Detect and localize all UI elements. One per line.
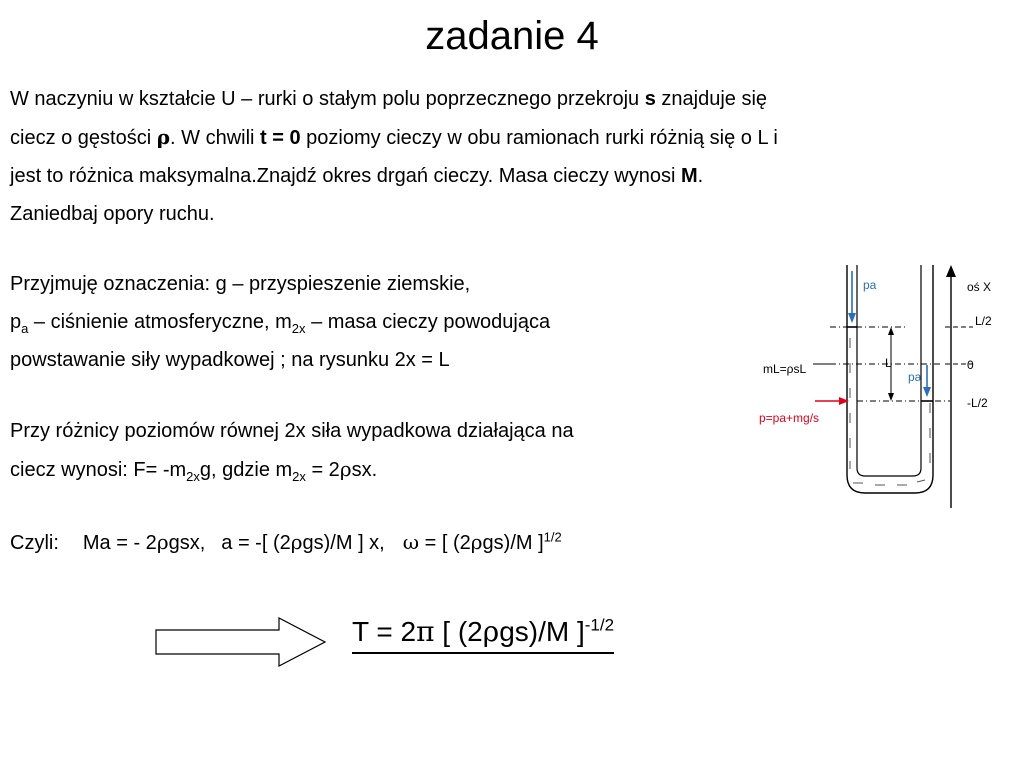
omega-symbol: ω <box>402 530 420 554</box>
statement-line-3: jest to różnica maksymalna.Znajdź okres … <box>10 157 778 195</box>
notation-paragraph: Przyjmuję oznaczenia: g – przyspieszenie… <box>10 265 550 379</box>
arrowhead-blue-icon <box>848 313 856 323</box>
text: – ciśnienie atmosferyczne, m <box>28 311 292 333</box>
subscript: 2x <box>292 469 306 484</box>
bold-t0: t = 0 <box>260 127 301 149</box>
rho-symbol: ρ <box>156 125 171 149</box>
period-formula: T = 2π [ (2ρgs)/M ]-1/2 <box>352 612 615 654</box>
pa-mid-label: pa <box>908 370 922 384</box>
subscript: 2x <box>186 469 200 484</box>
text: = [ (2 <box>419 532 471 554</box>
arrowhead-up-icon <box>888 327 894 335</box>
text: Czyli: <box>10 532 59 554</box>
text: Ma = - 2 <box>82 532 157 554</box>
text: gs)/M ] x, <box>302 532 385 554</box>
problem-statement: W naczyniu w kształcie U – rurki o stały… <box>10 80 778 233</box>
text: ciecz wynosi: F= -m <box>10 459 187 481</box>
l2-neg-label: -L/2 <box>967 396 988 410</box>
rho-symbol: ρ <box>290 530 303 554</box>
text: sx. <box>351 459 378 481</box>
axis-arrowhead-icon <box>946 265 956 277</box>
notation-line-3: powstawanie siły wypadkowej ; na rysunku… <box>10 349 450 371</box>
notation-line-2: pa – ciśnienie atmosferyczne, m2x – masa… <box>10 303 550 341</box>
p-formula-label: p=pa+mg/s <box>759 411 819 425</box>
zero-label: 0 <box>967 358 974 372</box>
superscript: 1/2 <box>543 529 562 545</box>
notation-line-1: Przyjmuję oznaczenia: g – przyspieszenie… <box>10 273 471 295</box>
right-arrow-icon <box>155 617 327 672</box>
text: gs)/M ] <box>482 532 544 554</box>
equations-line: Czyli:Ma = - 2ρgsx,a = -[ (2ρgs)/M ] x,ω… <box>10 523 562 562</box>
dimension-L-label: L <box>885 356 892 370</box>
force-paragraph: Przy różnicy poziomów równej 2x siła wyp… <box>10 412 574 489</box>
rho-symbol: ρ <box>339 457 352 481</box>
text: – masa cieczy powodująca <box>305 311 551 333</box>
rho-symbol: ρ <box>470 530 483 554</box>
statement-line-1: W naczyniu w kształcie U – rurki o stały… <box>10 80 778 118</box>
text: p <box>10 311 22 333</box>
pa-top-label: pa <box>863 278 877 292</box>
text: W naczyniu w kształcie U – rurki o stały… <box>10 88 645 110</box>
rho-symbol: ρ <box>156 530 169 554</box>
subscript: a <box>21 321 29 336</box>
arrowhead-blue-icon <box>923 387 931 397</box>
l2-pos-label: L/2 <box>975 314 992 328</box>
arrowhead-red-icon <box>839 397 849 405</box>
text: gs)/M ] <box>499 616 585 647</box>
rho-symbol: ρ <box>482 615 500 648</box>
text: g, gdzie m <box>199 459 293 481</box>
statement-line-4: Zaniedbaj opory ruchu. <box>10 203 215 225</box>
text: . <box>697 165 704 187</box>
text: [ (2 <box>434 616 483 647</box>
liquid-hatching <box>849 338 931 486</box>
arrowhead-down-icon <box>888 393 894 401</box>
text: . W chwili <box>170 127 261 149</box>
axis-label: oś X <box>967 280 991 294</box>
text: T = 2 <box>352 616 417 647</box>
text: jest to różnica maksymalna.Znajdź okres … <box>10 165 681 187</box>
u-tube-outer-wall <box>846 265 934 494</box>
text: gsx, <box>168 532 206 554</box>
text: ciecz o gęstości <box>10 127 157 149</box>
slide-title: zadanie 4 <box>425 14 599 58</box>
force-line-1: Przy różnicy poziomów równej 2x siła wyp… <box>10 420 574 442</box>
u-tube-inner-wall <box>856 265 922 477</box>
bold-M: M <box>681 165 698 187</box>
u-tube-diagram: pa pa oś X L/2 0 -L/2 L mL=ρsL p=pa+mg/s <box>759 265 992 508</box>
superscript: -1/2 <box>584 615 615 635</box>
ml-label: mL=ρsL <box>763 362 807 376</box>
pi-symbol: π <box>416 615 435 648</box>
subscript: 2x <box>291 321 306 336</box>
force-line-2: ciecz wynosi: F= -m2xg, gdzie m2x = 2ρsx… <box>10 450 574 489</box>
text: = 2 <box>305 459 340 481</box>
text: a = -[ (2 <box>221 532 291 554</box>
statement-line-2: ciecz o gęstości ρ. W chwili t = 0 pozio… <box>10 118 778 157</box>
text: znajduje się <box>655 88 768 110</box>
text: poziomy cieczy w obu ramionach rurki róż… <box>300 127 778 149</box>
bold-s: s <box>644 88 656 110</box>
